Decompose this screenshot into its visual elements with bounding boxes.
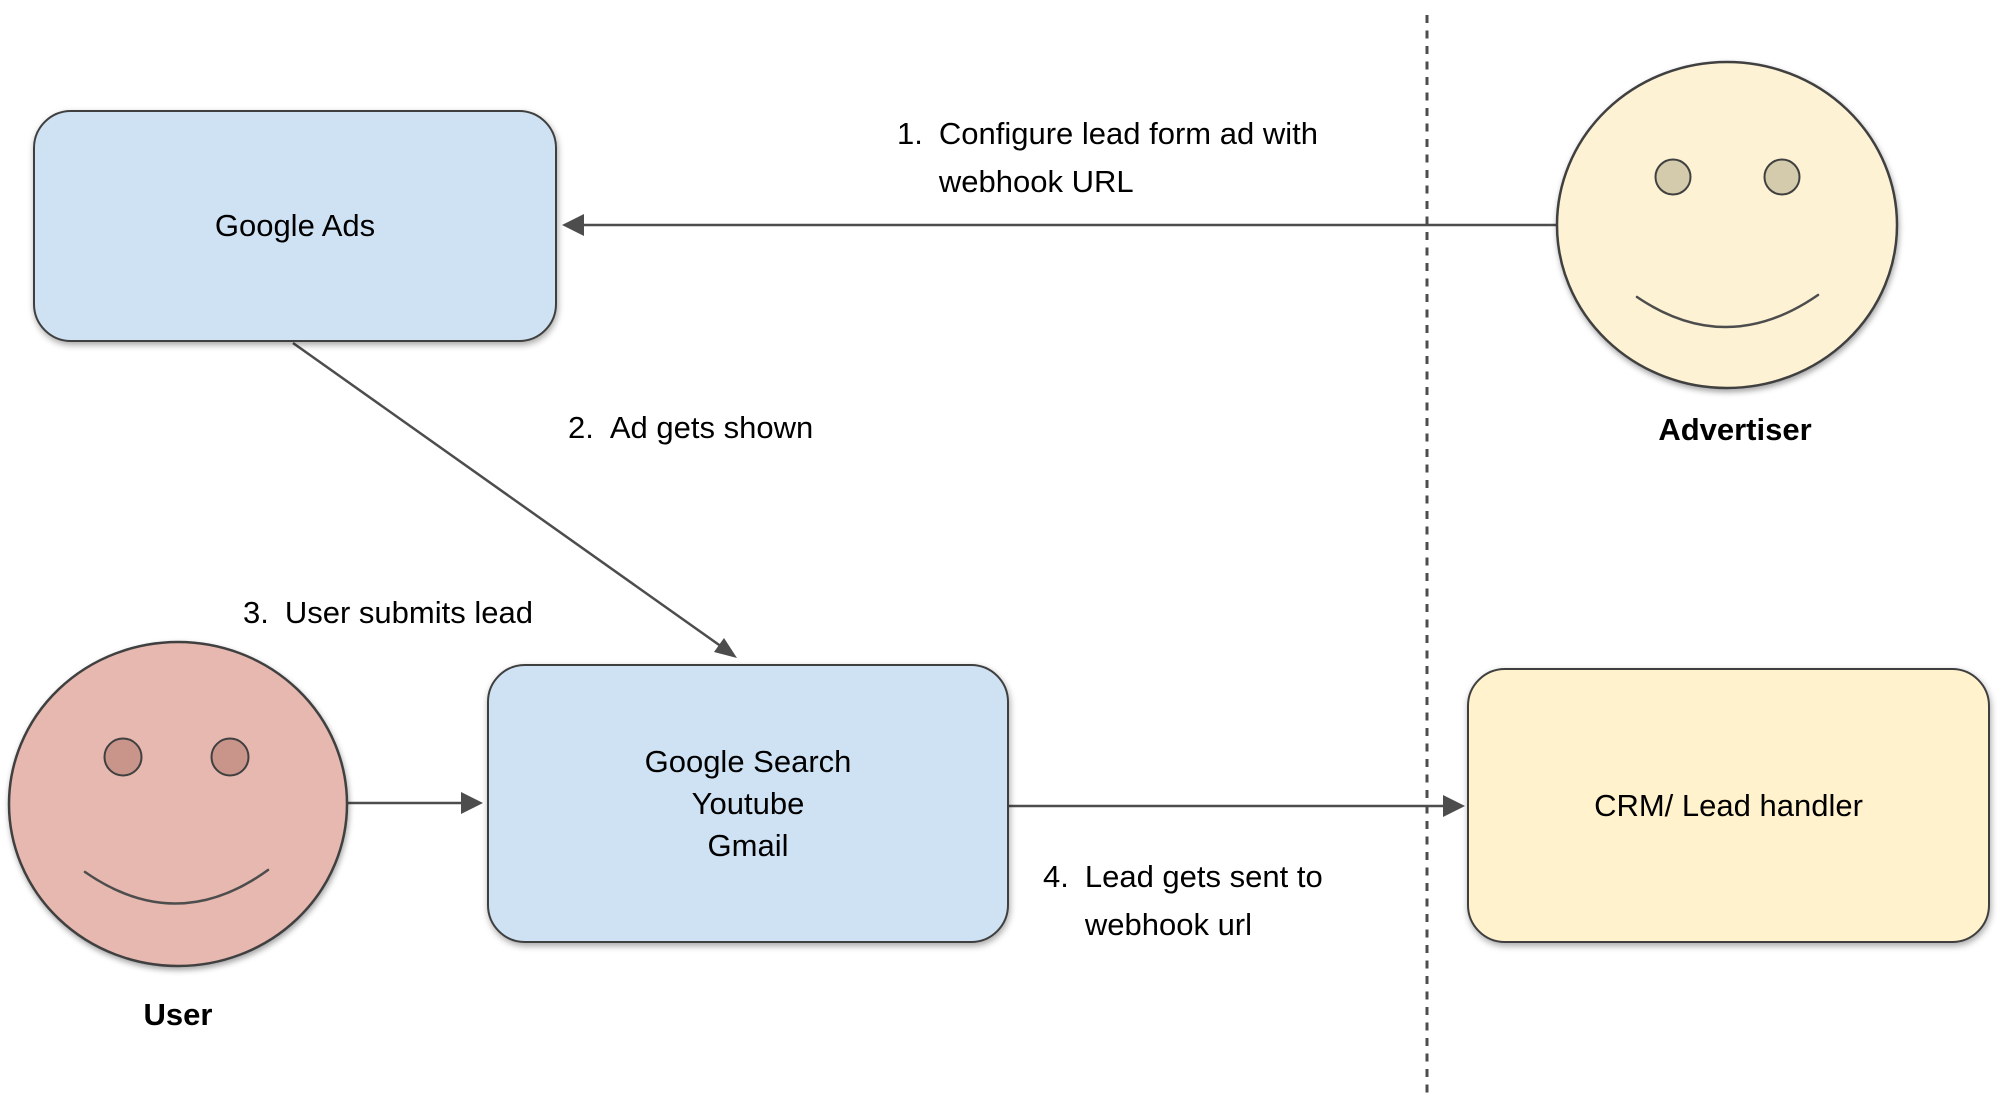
node-google-surfaces: Google Search Youtube Gmail — [487, 664, 1009, 943]
node-google-ads-label: Google Ads — [214, 208, 376, 243]
advertiser-face — [1555, 60, 1899, 390]
user-head — [7, 640, 349, 968]
advertiser-left-eye — [1654, 158, 1692, 196]
advertiser-right-eye — [1763, 158, 1801, 196]
user-right-eye — [210, 737, 250, 777]
step-3-number: 3. — [243, 595, 269, 630]
node-crm-lead-handler: CRM/ Lead handler — [1467, 668, 1990, 943]
node-google-ads: Google Ads — [33, 110, 557, 342]
arrow-configure-lead-form — [562, 214, 1558, 236]
user-face — [7, 640, 349, 968]
step-2-label: 2. Ad gets shown — [568, 404, 813, 452]
advertiser-smile — [1635, 293, 1820, 329]
step-2-line-1: Ad gets shown — [609, 410, 814, 445]
step-2-number: 2. — [568, 410, 594, 445]
advertiser-label: Advertiser — [1658, 412, 1812, 447]
user-smile — [83, 868, 270, 905]
step-1-label: 1. Configure lead form ad with webhook U… — [897, 110, 1318, 206]
user-left-eye — [103, 737, 143, 777]
arrow-lead-to-webhook — [1009, 795, 1465, 817]
step-3-line-1: User submits lead — [284, 595, 533, 630]
node-crm-label: CRM/ Lead handler — [1594, 787, 1863, 823]
step-1-line-1: Configure lead form ad with — [938, 116, 1318, 151]
step-4-number: 4. — [1043, 859, 1069, 894]
advertiser-head — [1555, 60, 1899, 390]
user-label: User — [143, 997, 213, 1032]
step-4-label: 4. Lead gets sent to webhook url — [1043, 853, 1323, 949]
node-surfaces-line-3: Gmail — [707, 827, 789, 863]
step-4-line-2: webhook url — [1084, 907, 1253, 942]
node-surfaces-line-1: Google Search — [644, 743, 852, 779]
step-3-label: 3. User submits lead — [243, 589, 533, 637]
step-1-line-2: webhook URL — [938, 164, 1134, 199]
step-1-number: 1. — [897, 116, 923, 151]
arrow-ad-gets-shown — [292, 341, 737, 658]
arrow-user-submits-lead — [347, 792, 483, 814]
step-4-line-1: Lead gets sent to — [1084, 859, 1323, 894]
node-surfaces-line-2: Youtube — [691, 785, 805, 821]
